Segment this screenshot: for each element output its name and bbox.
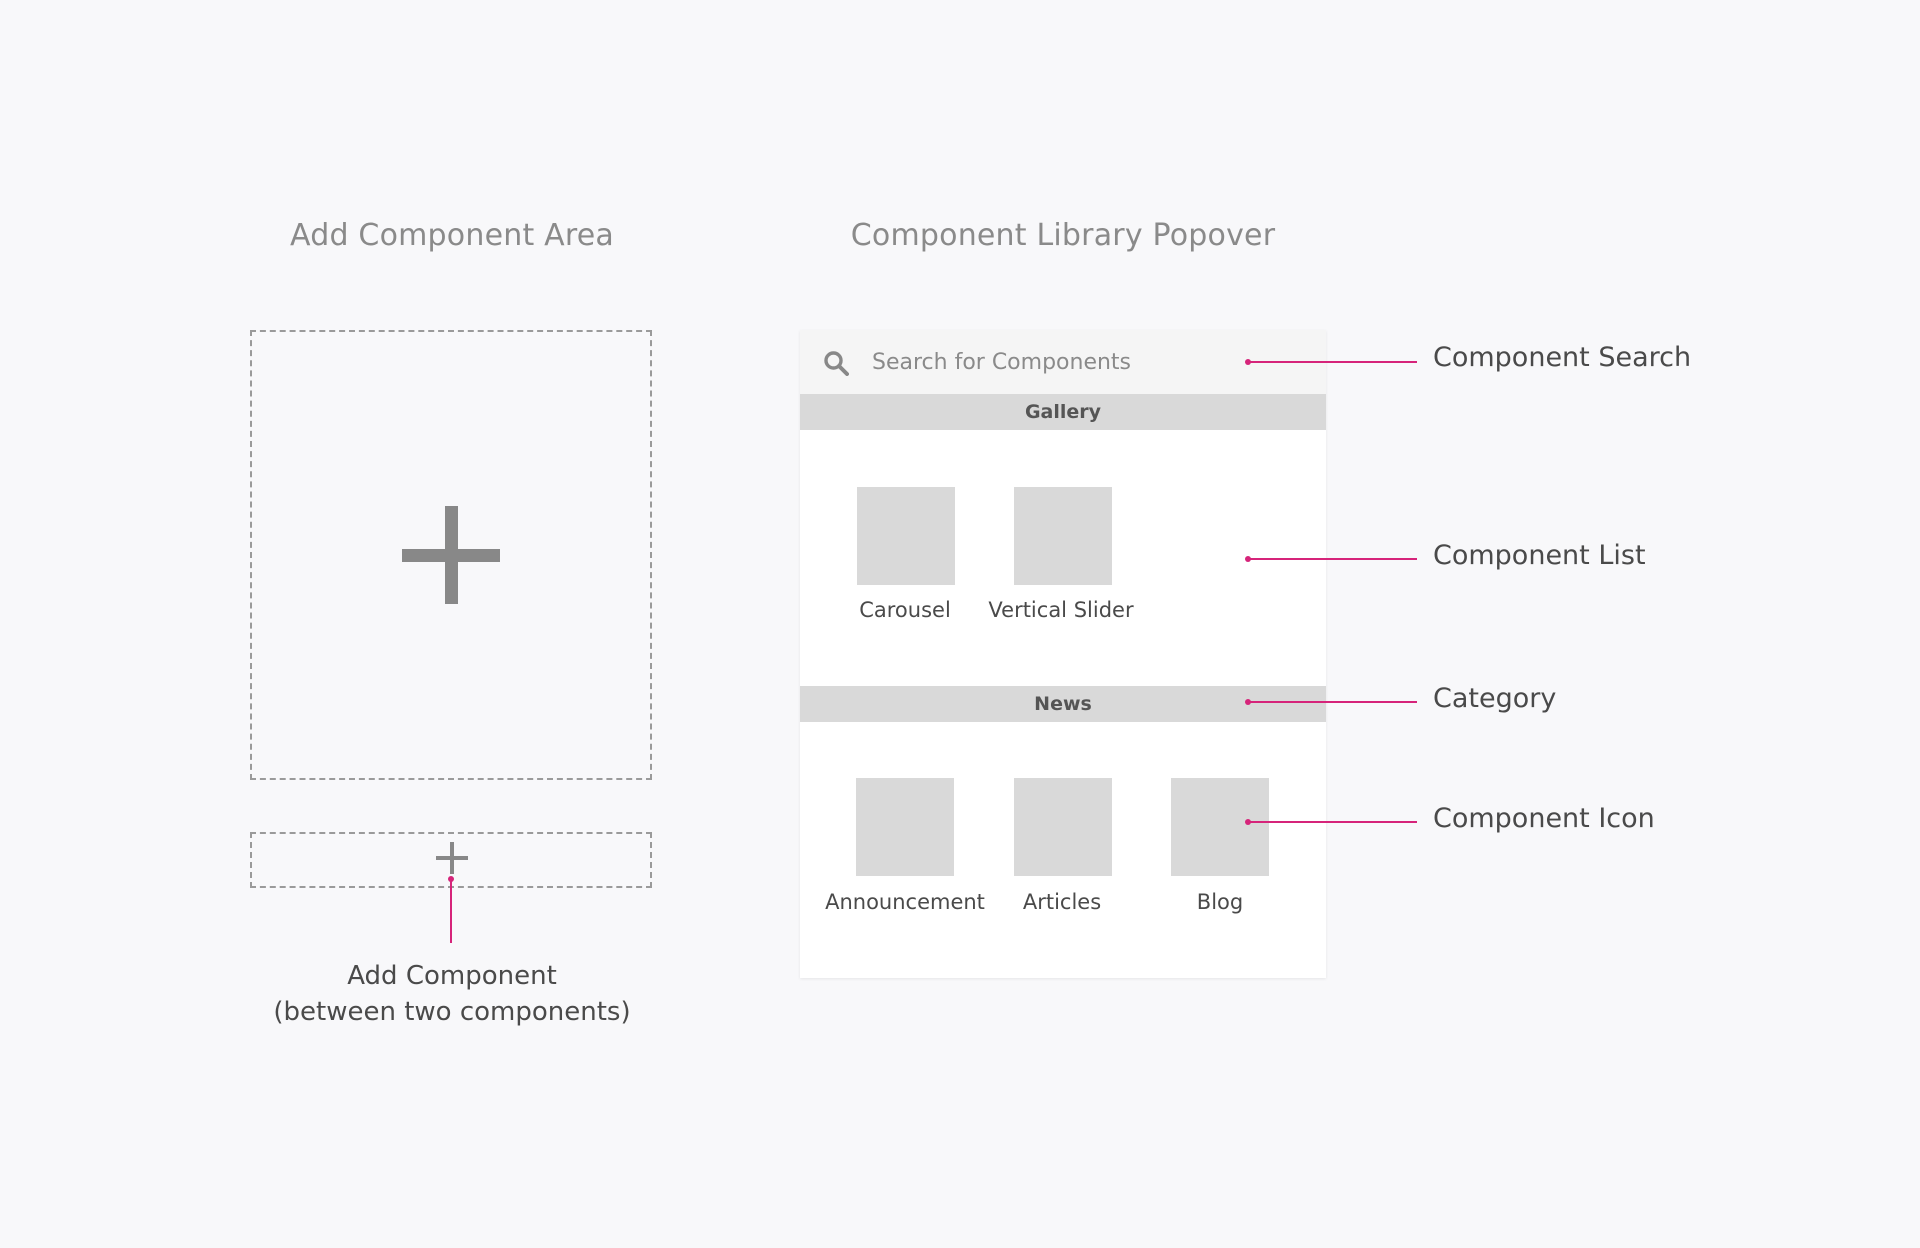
component-search — [800, 330, 1326, 394]
add-component-caption: Add Component (between two components) — [273, 958, 630, 1030]
list-annotation-line — [1248, 558, 1417, 560]
component-icon-vertical-slider[interactable] — [1014, 487, 1112, 585]
add-component-caption-line1: Add Component — [347, 961, 557, 991]
annotation-component-search: Component Search — [1433, 342, 1692, 373]
component-library-popover: Gallery Carousel Vertical Slider News An… — [800, 330, 1326, 978]
component-icon-articles[interactable] — [1014, 778, 1112, 876]
component-label-articles: Articles — [1022, 890, 1102, 914]
annotation-category: Category — [1433, 683, 1557, 714]
component-label-announcement: Announcement — [825, 890, 985, 914]
component-icon-blog[interactable] — [1171, 778, 1269, 876]
component-library-popover-title: Component Library Popover — [850, 218, 1276, 253]
plus-icon — [436, 842, 468, 874]
annotation-component-icon: Component Icon — [1433, 803, 1655, 834]
component-label-carousel: Carousel — [859, 598, 951, 622]
component-icon-announcement[interactable] — [856, 778, 954, 876]
category-annotation-line — [1248, 701, 1417, 703]
add-component-area-title: Add Component Area — [290, 218, 614, 253]
search-annotation-line — [1248, 361, 1417, 363]
annotation-component-list: Component List — [1433, 540, 1646, 571]
add-component-caption-line2: (between two components) — [273, 997, 631, 1027]
insert-annotation-line — [450, 879, 452, 943]
category-gallery: Gallery — [800, 394, 1326, 430]
component-label-vertical-slider: Vertical Slider — [988, 598, 1134, 622]
search-input[interactable] — [872, 340, 1272, 384]
component-icon-carousel[interactable] — [857, 487, 955, 585]
add-component-area[interactable] — [250, 330, 652, 780]
icon-annotation-line — [1248, 821, 1417, 823]
component-label-blog: Blog — [1196, 890, 1244, 914]
search-icon — [824, 351, 849, 376]
plus-icon — [402, 506, 500, 604]
category-news: News — [800, 686, 1326, 722]
